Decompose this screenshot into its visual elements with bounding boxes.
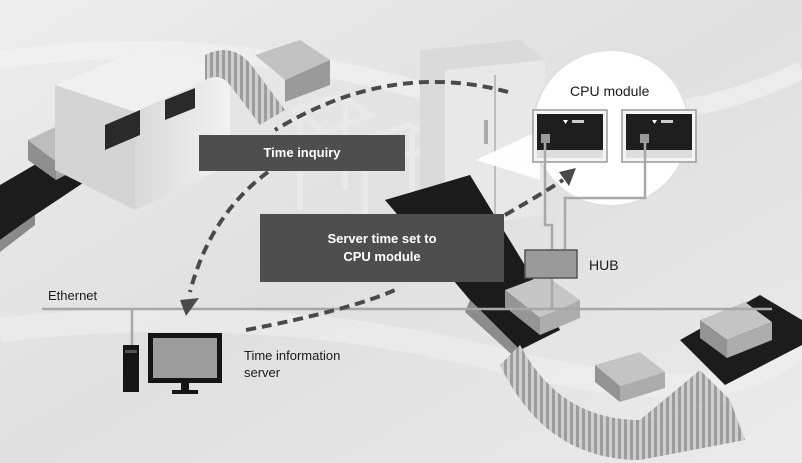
time-inquiry-text: Time inquiry <box>263 145 341 161</box>
hub-label: HUB <box>589 257 619 273</box>
time-inquiry-arrow <box>180 79 509 316</box>
server-time-set-text-line1: Server time set to <box>327 231 437 247</box>
server-time-set-label: Server time set to CPU module <box>260 214 504 282</box>
top-curved-roller-conveyor <box>205 40 330 125</box>
time-server-label: Time information server <box>244 348 340 382</box>
cpu2-link <box>563 143 647 250</box>
time-server-label-line1: Time information <box>244 348 341 363</box>
cpu-module-icon <box>532 109 608 163</box>
ethernet-label: Ethernet <box>48 288 98 303</box>
computer-monitor-icon <box>148 333 222 394</box>
processing-machine <box>55 45 230 210</box>
time-inquiry-label: Time inquiry <box>199 135 405 171</box>
bottom-curved-roller-conveyor <box>500 345 745 460</box>
time-server-label-line2: server <box>244 364 281 380</box>
pc-tower-icon <box>123 345 139 392</box>
callout-pointer <box>476 130 540 180</box>
server-time-set-arrow <box>245 168 576 332</box>
cpu-module-title: CPU module <box>570 83 650 99</box>
right-conveyor <box>680 295 802 385</box>
cpu1-link <box>543 143 554 250</box>
hub-icon <box>524 249 578 279</box>
server-time-set-text-line2: CPU module <box>343 249 421 264</box>
cpu-module-icon <box>621 109 697 163</box>
